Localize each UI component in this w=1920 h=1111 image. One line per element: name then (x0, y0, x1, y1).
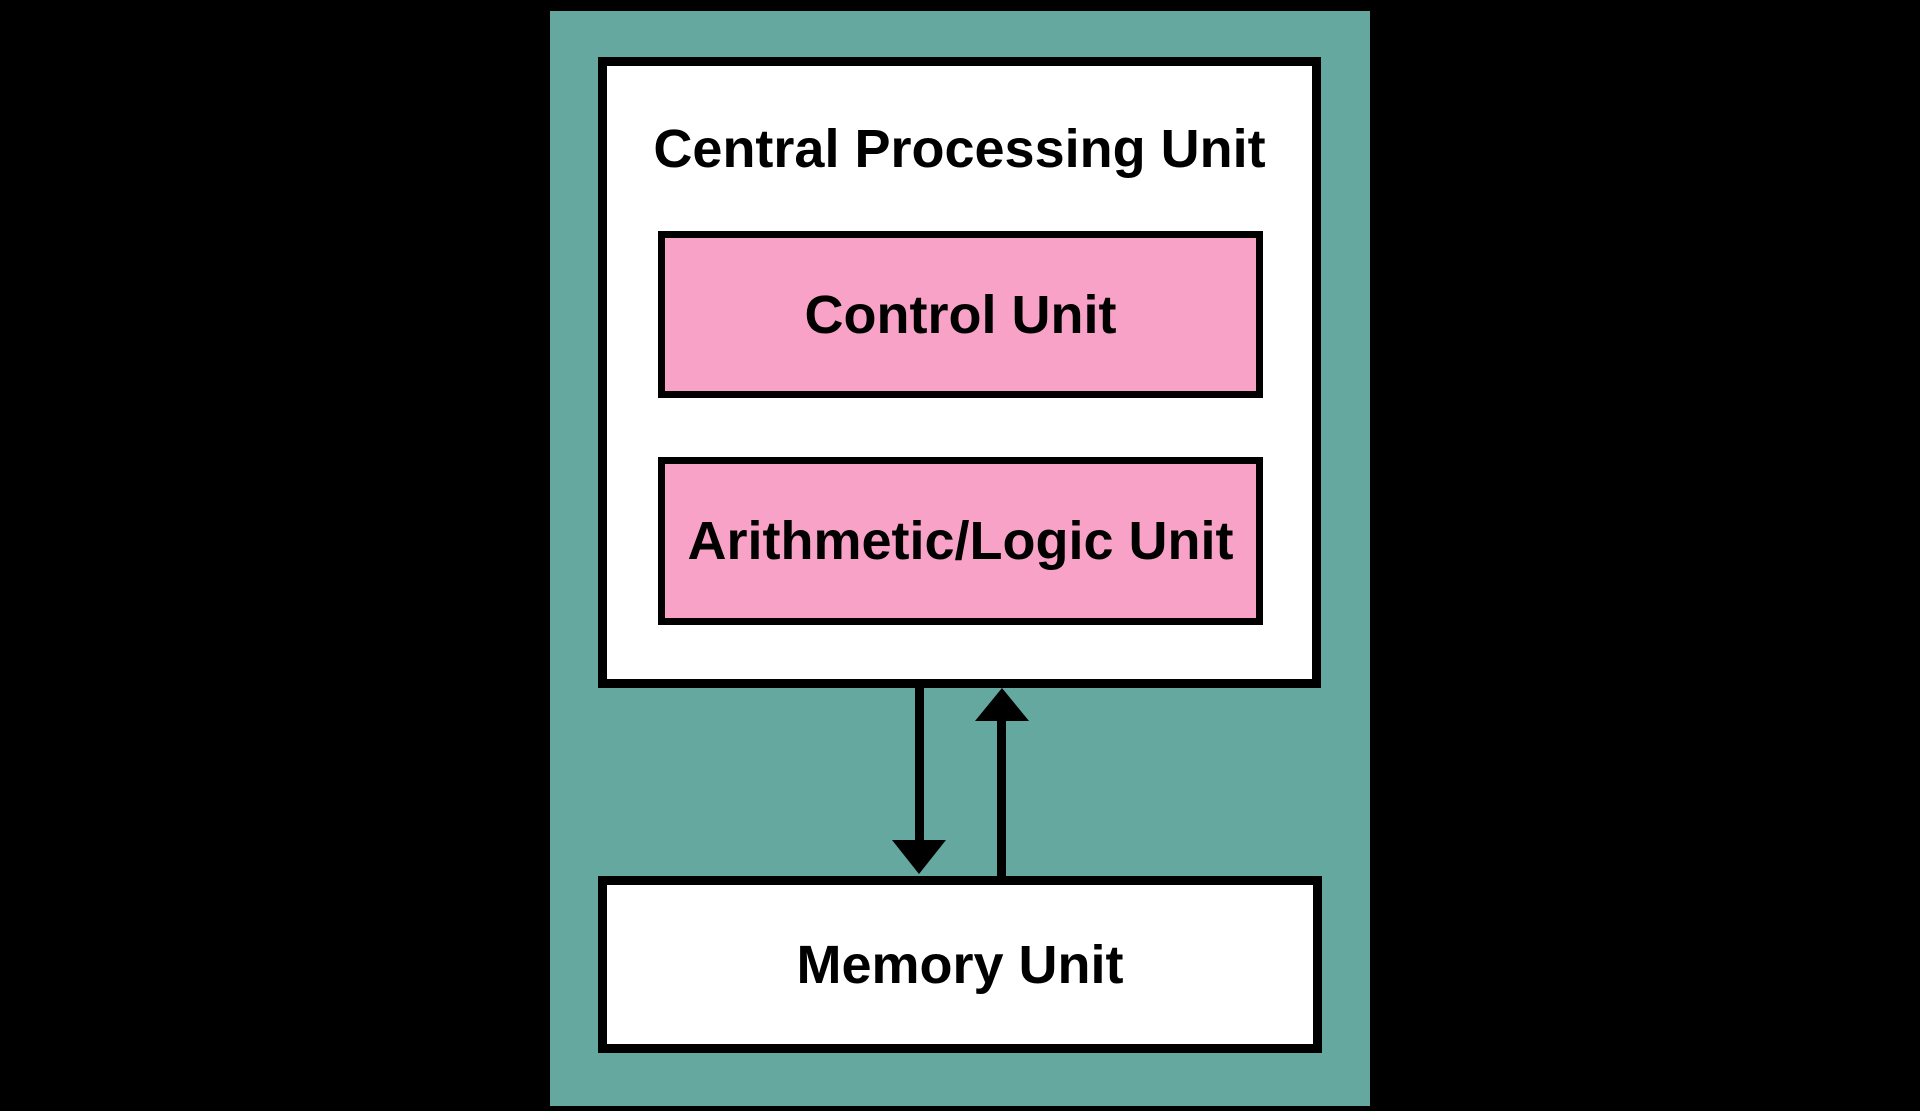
arithmetic-logic-unit-label: Arithmetic/Logic Unit (687, 511, 1234, 571)
cpu-box: Central Processing Unit Control Unit Ari… (598, 57, 1321, 688)
arrow-down-icon (892, 840, 946, 874)
arithmetic-logic-unit-box: Arithmetic/Logic Unit (658, 457, 1263, 625)
cpu-title: Central Processing Unit (653, 118, 1266, 179)
control-unit-label: Control Unit (804, 284, 1117, 345)
arrow-memory-to-cpu-shaft (997, 719, 1006, 877)
memory-unit-label: Memory Unit (796, 934, 1124, 995)
memory-unit-box: Memory Unit (598, 876, 1322, 1053)
control-unit-box: Control Unit (658, 231, 1263, 398)
arrow-cpu-to-memory-shaft (915, 686, 924, 842)
arrow-up-icon (975, 688, 1029, 721)
